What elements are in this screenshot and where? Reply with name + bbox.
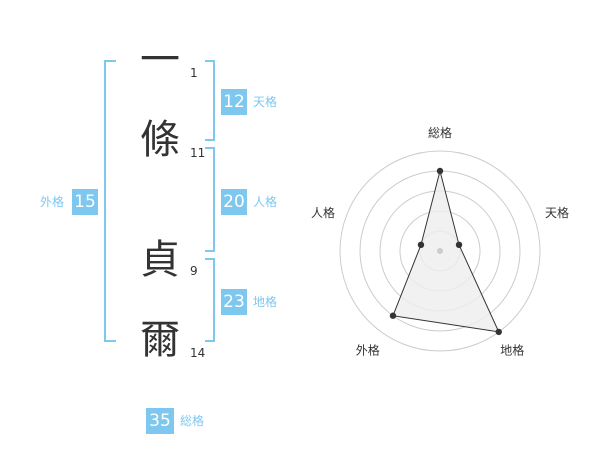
stroke-count-2: 11 [190, 146, 206, 160]
radar-series-polygon [392, 170, 500, 333]
radar-axis-label: 地格 [500, 343, 524, 358]
chikaku-bracket [205, 258, 215, 342]
chikaku-label: 地格 [253, 295, 278, 309]
radar-point [436, 167, 444, 175]
radar-axis-label: 天格 [545, 205, 569, 220]
jinkaku-bracket [205, 147, 215, 252]
name-char-2: 條 [140, 117, 180, 163]
radar-point [417, 241, 425, 249]
soukaku-value: 35 [146, 408, 174, 434]
radar-points [389, 167, 502, 336]
tenkaku-bracket [205, 60, 215, 141]
gaikaku-value: 15 [72, 189, 98, 215]
gaikaku-label: 外格 [40, 195, 65, 209]
radar-axis-label: 人格 [311, 205, 335, 220]
radar-axis-label: 外格 [356, 343, 380, 358]
radar-axis-label: 総格 [428, 125, 452, 140]
jinkaku-label: 人格 [253, 195, 278, 209]
radar-point [455, 241, 463, 249]
radar-center-dot [437, 248, 443, 254]
radar-point [389, 312, 397, 319]
soukaku-label: 総格 [180, 414, 205, 428]
jinkaku-value: 20 [221, 189, 247, 215]
stroke-count-1: 1 [190, 66, 198, 80]
stroke-count-3: 9 [190, 264, 198, 278]
radar-grid-ring [339, 150, 541, 352]
tenkaku-value: 12 [221, 89, 247, 115]
stroke-count-4: 14 [190, 346, 206, 360]
radar-point [495, 328, 502, 336]
chikaku-value: 23 [221, 289, 247, 315]
name-char-4: 爾 [140, 317, 180, 363]
name-char-1: 一 [140, 37, 180, 83]
tenkaku-label: 天格 [253, 95, 278, 109]
gaikaku-bracket [104, 60, 116, 342]
name-char-3: 貞 [140, 237, 180, 283]
